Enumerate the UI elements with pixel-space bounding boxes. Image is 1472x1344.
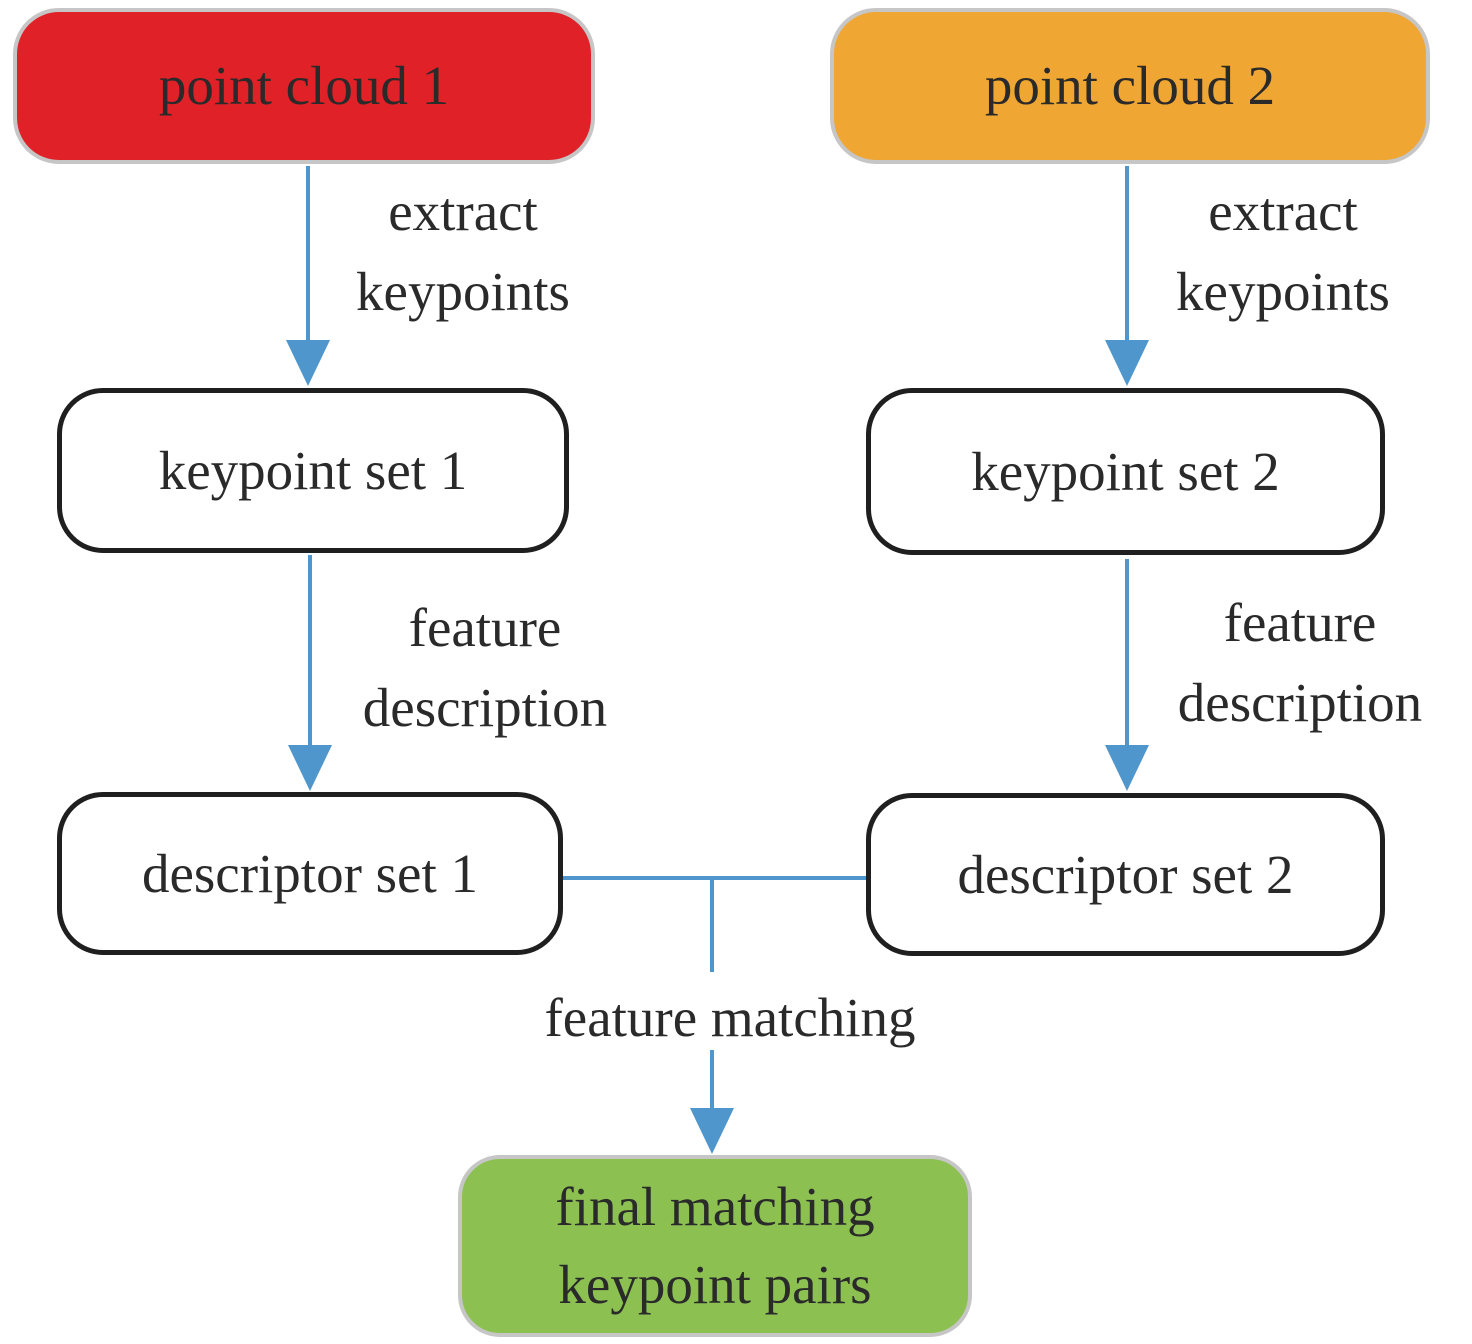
edge-label-feature-description-right: feature description <box>1177 592 1423 733</box>
node-descriptor-set-1: descriptor set 1 <box>57 792 563 955</box>
connector-descriptor-vertical-line <box>710 878 714 972</box>
arrow-extract-1-head-icon <box>286 340 330 386</box>
edge-label-extract-keypoints-left: extract keypoints <box>356 181 570 322</box>
node-final-matching-keypoint-pairs: final matching keypoint pairs <box>458 1155 972 1337</box>
arrow-extract-1-line <box>306 166 310 342</box>
arrow-extract-2-line <box>1125 166 1129 342</box>
edge-label-feature-description-left: feature description <box>362 597 608 738</box>
arrow-matching-head-icon <box>690 1108 734 1154</box>
arrow-describe-2-head-icon <box>1105 745 1149 791</box>
arrow-describe-1-line <box>308 555 312 747</box>
node-keypoint-set-2: keypoint set 2 <box>866 388 1385 555</box>
node-descriptor-set-2: descriptor set 2 <box>866 793 1385 956</box>
edge-label-feature-matching: feature matching <box>544 987 916 1048</box>
node-keypoint-set-2-label: keypoint set 2 <box>971 440 1280 502</box>
node-point-cloud-1: point cloud 1 <box>13 8 595 164</box>
arrow-matching-line <box>710 1050 714 1110</box>
connector-descriptor-horizontal-line <box>563 876 866 880</box>
node-descriptor-set-2-label: descriptor set 2 <box>957 843 1294 905</box>
node-point-cloud-1-label: point cloud 1 <box>158 55 450 116</box>
edge-label-extract-keypoints-right: extract keypoints <box>1176 181 1390 322</box>
node-point-cloud-2-label: point cloud 2 <box>984 55 1276 116</box>
node-final-matching-label: final matching keypoint pairs <box>555 1176 875 1315</box>
arrow-describe-2-line <box>1125 559 1129 747</box>
node-descriptor-set-1-label: descriptor set 1 <box>141 842 478 904</box>
node-keypoint-set-1-label: keypoint set 1 <box>158 439 468 501</box>
arrow-describe-1-head-icon <box>288 745 332 791</box>
node-point-cloud-2: point cloud 2 <box>830 8 1430 164</box>
arrow-extract-2-head-icon <box>1105 340 1149 386</box>
node-keypoint-set-1: keypoint set 1 <box>57 388 569 553</box>
